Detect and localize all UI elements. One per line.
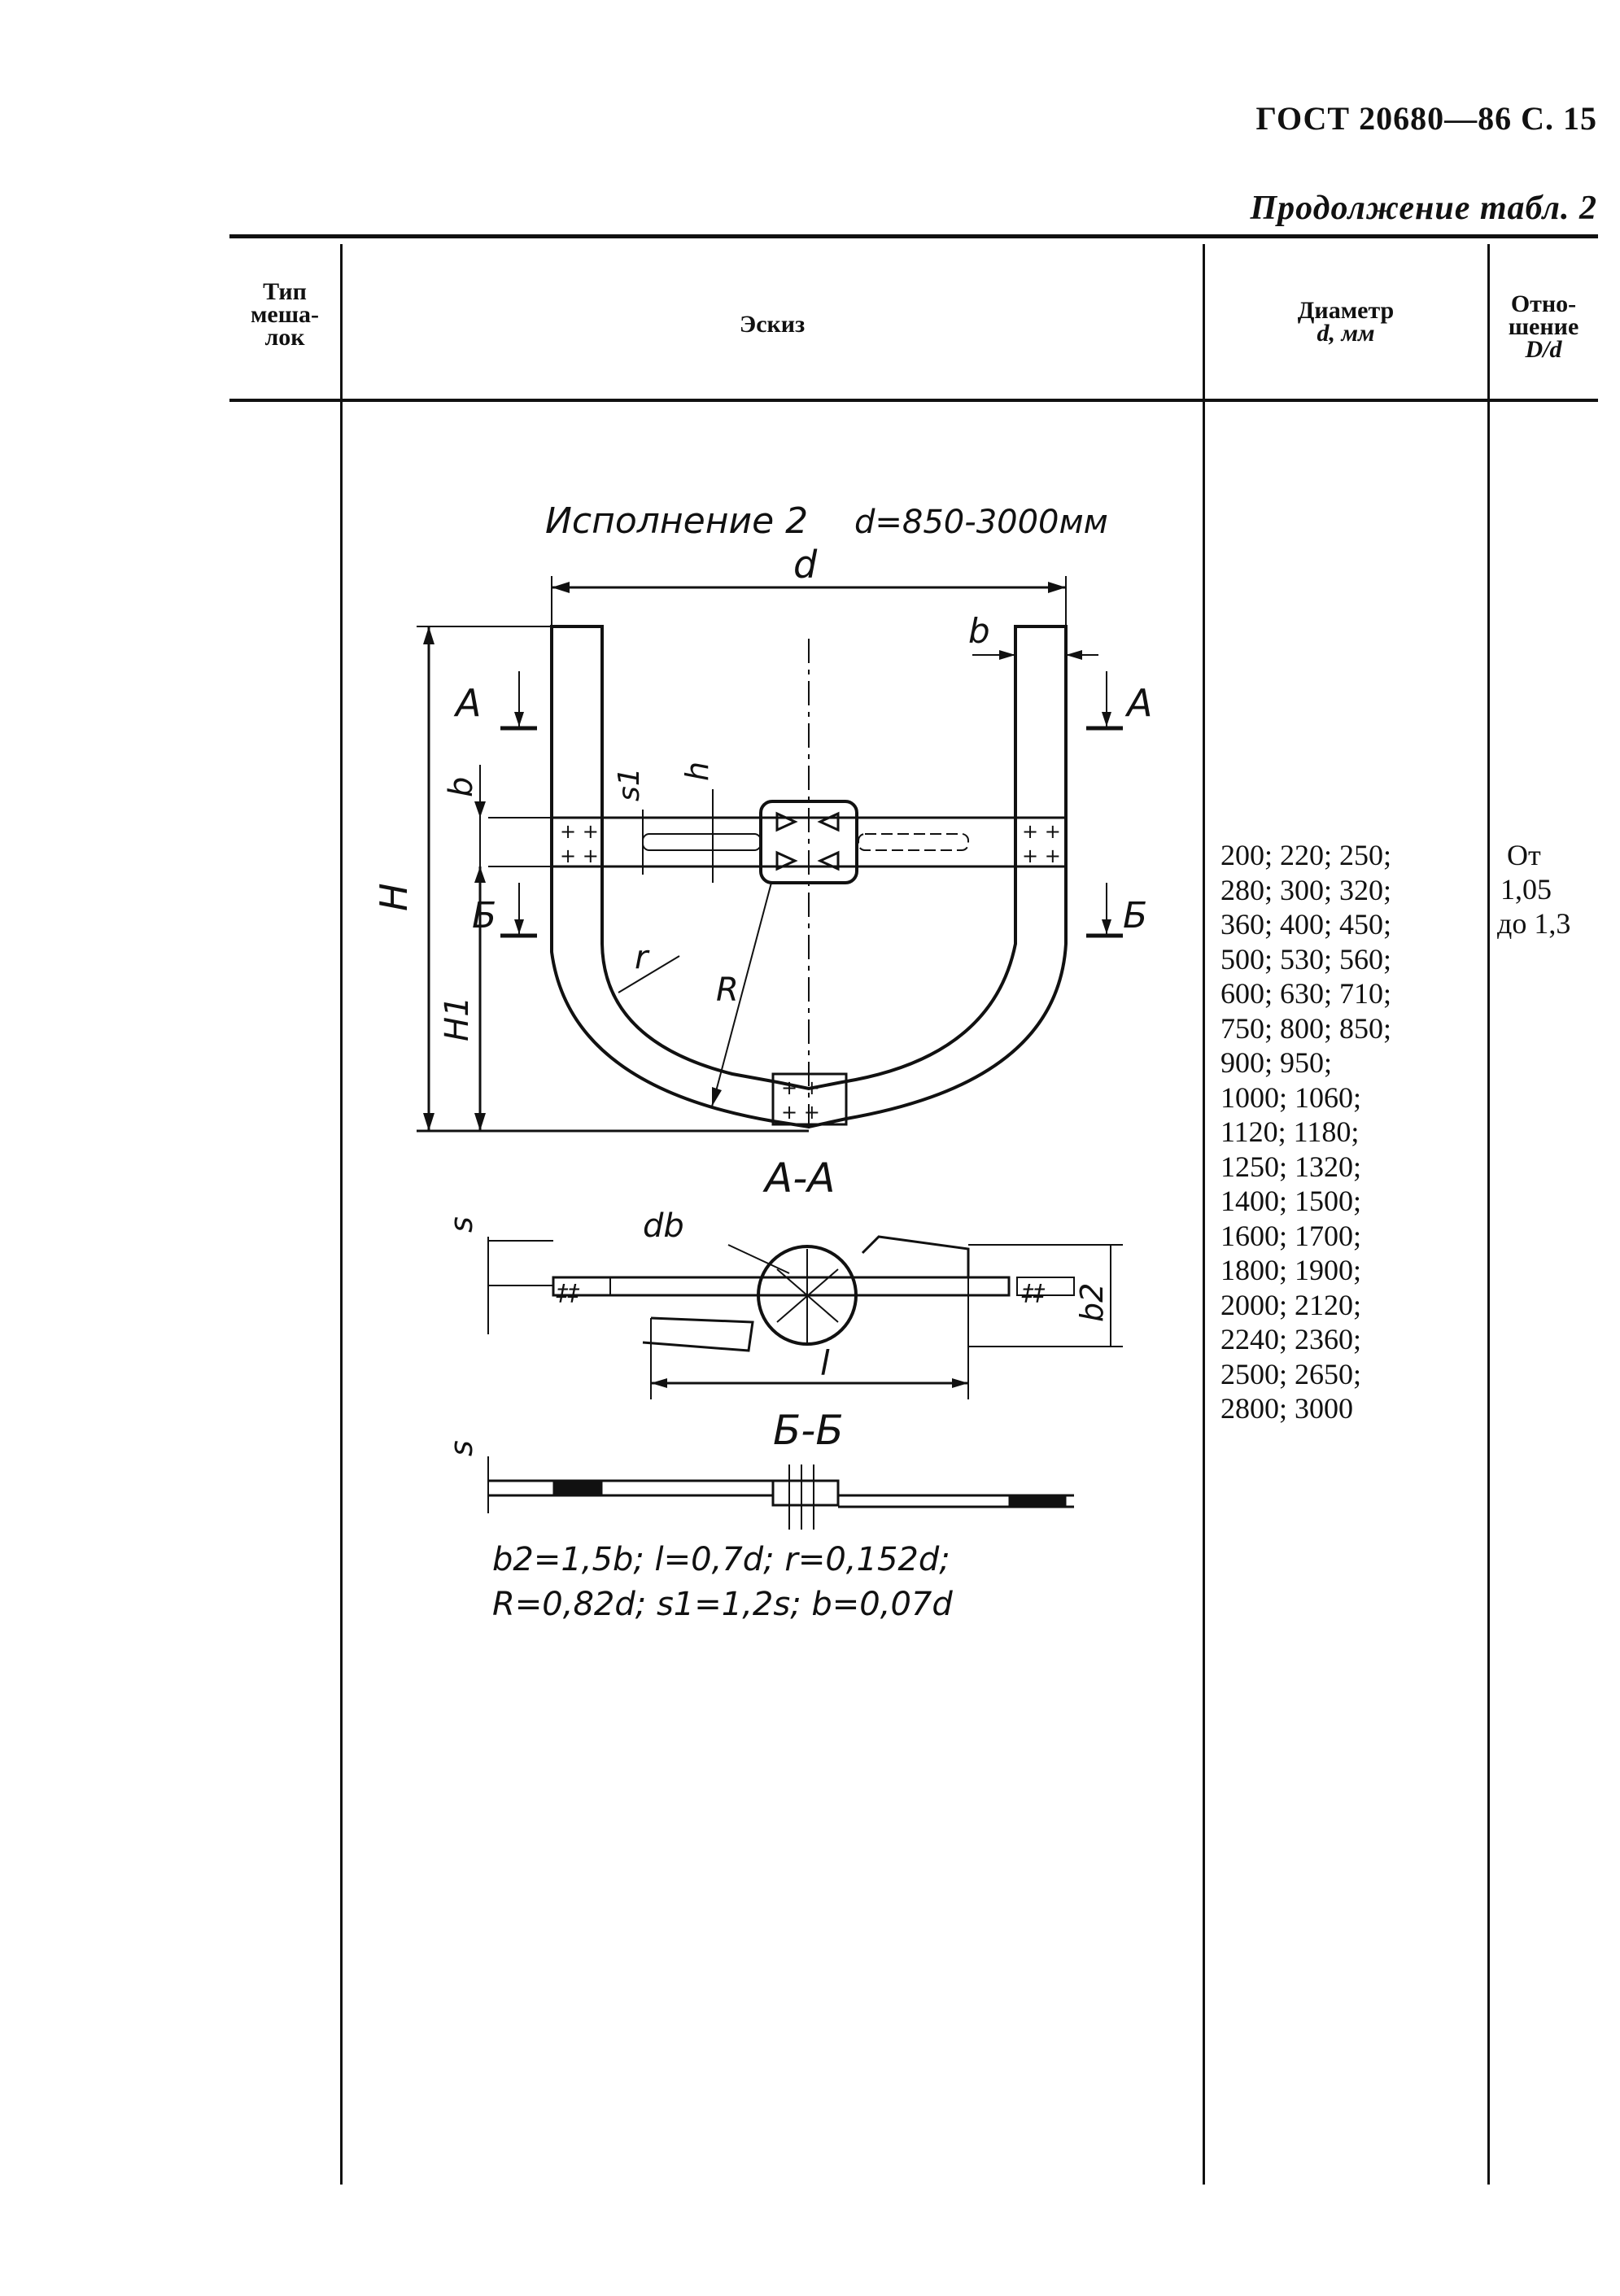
- label-d-top: d: [793, 543, 818, 587]
- diameter-row: 1120; 1180;: [1220, 1115, 1360, 1148]
- column-divider-1: [340, 244, 343, 2185]
- column-header-ratio-line1: Отно-: [1510, 290, 1577, 317]
- column-divider-3: [1487, 244, 1490, 2185]
- svg-text:+ +: + +: [781, 1101, 820, 1124]
- diameter-row: 1250; 1320;: [1220, 1150, 1362, 1183]
- diameter-row: 280; 300; 320;: [1220, 873, 1392, 906]
- diameter-row: 600; 630; 710;: [1220, 977, 1392, 1010]
- section-aa-view: s ‡‡ ‡‡ b2 db l: [443, 1207, 1123, 1399]
- diameter-row: 360; 400; 450;: [1220, 908, 1392, 941]
- column-header-type: Тип меша- лок: [229, 278, 340, 351]
- label-b-left: b: [443, 777, 480, 797]
- diameter-values: 200; 220; 250;280; 300; 320;360; 400; 45…: [1220, 838, 1391, 1426]
- label-r: r: [635, 939, 650, 976]
- label-H: H: [372, 883, 416, 911]
- column-header-type-line1: Тип: [263, 278, 307, 305]
- column-header-ratio-line3: D/d: [1525, 336, 1562, 363]
- label-b-top-right: b: [968, 611, 990, 651]
- svg-text:+ +: + +: [1022, 820, 1061, 843]
- sketch-title: Исполнение 2: [545, 500, 808, 542]
- diameter-row: 200; 220; 250;: [1220, 839, 1392, 871]
- column-header-ratio: Отно- шение D/d: [1489, 290, 1598, 363]
- diameter-row: 2000; 2120;: [1220, 1288, 1362, 1321]
- diameter-row: 1400; 1500;: [1220, 1185, 1362, 1217]
- section-bb-view: s: [443, 1440, 1074, 1530]
- section-aa-title: А-А: [762, 1155, 835, 1202]
- blade-u-shape: [550, 625, 1068, 1129]
- label-s-bb: s: [443, 1440, 479, 1456]
- column-header-diameter: Диаметр d, мм: [1204, 297, 1487, 347]
- ratio-from: От: [1507, 839, 1541, 871]
- column-header-diameter-line2: d, мм: [1317, 320, 1375, 347]
- table-continuation-label: Продолжение табл. 2: [1250, 190, 1597, 227]
- column-header-type-line3: лок: [264, 324, 305, 351]
- label-db: db: [643, 1207, 684, 1245]
- svg-text:‡‡: ‡‡: [1021, 1279, 1046, 1306]
- sketch-range: d=850-3000мм: [854, 504, 1108, 541]
- label-s1: s1: [613, 767, 646, 801]
- bottom-plate: [771, 1072, 848, 1126]
- page-header: ГОСТ 20680—86 С. 15: [1255, 100, 1597, 137]
- label-h: h: [679, 762, 715, 781]
- label-A-right: A: [1124, 681, 1152, 725]
- label-B-right: Б: [1123, 895, 1147, 936]
- column-header-sketch: Эскиз: [739, 311, 806, 338]
- diameter-row: 1000; 1060;: [1220, 1080, 1362, 1114]
- diameter-row: 500; 530; 560;: [1220, 942, 1392, 976]
- diameter-row: 2240; 2360;: [1220, 1323, 1362, 1355]
- diameter-row: 900; 950;: [1220, 1046, 1333, 1079]
- label-B-left: Б: [472, 895, 496, 936]
- formula-line-1: b2=1,5b; l=0,7d; r=0,152d;: [492, 1541, 950, 1578]
- label-b2: b2: [1074, 1283, 1110, 1322]
- svg-text:+ +: + +: [1022, 845, 1061, 867]
- ratio-min: 1,05: [1500, 873, 1552, 906]
- svg-text:+ +: + +: [560, 845, 599, 867]
- label-A-left: A: [453, 681, 481, 725]
- diameter-row: 2800; 3000: [1220, 1392, 1354, 1425]
- svg-text:‡‡: ‡‡: [556, 1279, 580, 1306]
- table-top-border: [229, 234, 1598, 238]
- label-H1: H1: [439, 996, 476, 1041]
- diameter-row: 1600; 1700;: [1220, 1219, 1362, 1252]
- section-bb-title: Б-Б: [773, 1407, 844, 1454]
- diameter-row: 2500; 2650;: [1220, 1357, 1362, 1390]
- table-header-divider: [229, 399, 1598, 402]
- formula-line-2: R=0,82d; s1=1,2s; b=0,07d: [492, 1586, 953, 1623]
- diameter-row: 1800; 1900;: [1220, 1254, 1362, 1286]
- svg-text:+ +: + +: [781, 1076, 820, 1099]
- column-header-diameter-line1: Диаметр: [1297, 297, 1395, 324]
- diameter-row: 750; 800; 850;: [1220, 1011, 1392, 1045]
- column-header-ratio-line2: шение: [1508, 313, 1579, 340]
- label-s-aa: s: [443, 1216, 479, 1233]
- ratio-values: От 1,05 до 1,3: [1497, 838, 1570, 941]
- column-header-type-line2: меша-: [250, 301, 320, 328]
- hub: [759, 800, 858, 884]
- label-l: l: [820, 1343, 830, 1383]
- svg-text:+ +: + +: [560, 820, 599, 843]
- ratio-to: до 1,3: [1497, 907, 1571, 940]
- column-divider-2: [1203, 244, 1205, 2185]
- label-R: R: [716, 971, 739, 1009]
